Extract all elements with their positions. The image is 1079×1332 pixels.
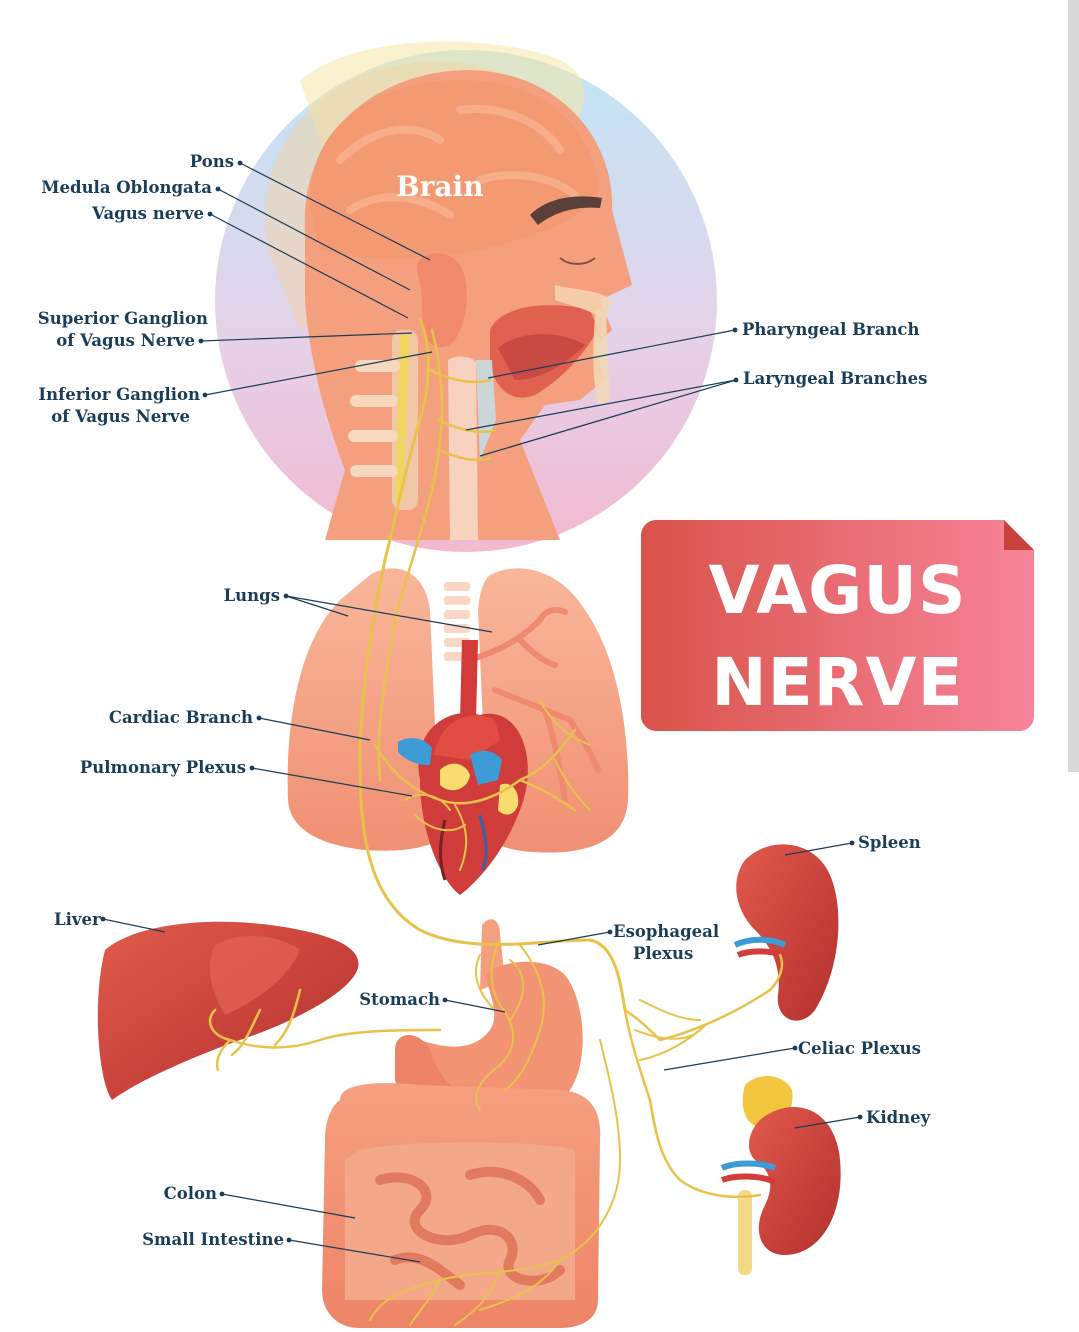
label-cardiac-branch: Cardiac Branch [108,708,253,727]
label-pharyngeal-branch: Pharyngeal Branch [742,320,920,339]
kidney [720,1075,841,1275]
spleen [736,844,839,1021]
label-superior-ganglion-line1: Superior Ganglion [37,309,208,328]
label-kidney: Kidney [866,1108,931,1127]
eye [559,257,596,265]
card-folded-corner [1004,520,1034,550]
label-medulla-oblongata: Medula Oblongata [41,178,212,197]
label-inferior-ganglion-line2: of Vagus Nerve [51,407,190,426]
label-stomach: Stomach [359,990,440,1009]
title-card [641,520,1034,731]
leader-lines [100,160,863,1263]
ear [416,253,467,348]
cervical-spine [348,330,418,510]
trachea [448,356,478,540]
label-inferior-ganglion-line1: Inferior Ganglion [38,385,200,404]
head-region [215,41,717,552]
label-superior-ganglion-line2: of Vagus Nerve [56,331,195,350]
label-colon: Colon [163,1184,217,1203]
label-laryngeal-branches: Laryngeal Branches [743,369,928,388]
brain-label: Brain [396,170,484,203]
intestines [322,1083,601,1328]
label-celiac-plexus: Celiac Plexus [798,1039,921,1058]
label-lungs: Lungs [223,586,280,605]
label-vagus-nerve: Vagus nerve [92,204,204,223]
vagus-nerve-paths [208,318,784,1326]
label-pulmonary-plexus: Pulmonary Plexus [79,758,246,777]
label-pons: Pons [189,152,234,171]
title-line-2: NERVE [711,644,964,721]
label-esophageal-plexus-line1: Esophageal [613,922,720,941]
label-small-intestine: Small Intestine [142,1230,284,1249]
heart [398,640,528,895]
title: VAGUS NERVE [641,545,1034,729]
label-liver: Liver [54,910,101,929]
eyebrow [530,196,602,225]
left-lung [287,568,440,851]
label-spleen: Spleen [858,833,921,852]
label-esophageal-plexus-line2: Plexus [633,944,694,963]
title-line-1: VAGUS [708,552,967,629]
right-edge-strip [1068,0,1079,772]
